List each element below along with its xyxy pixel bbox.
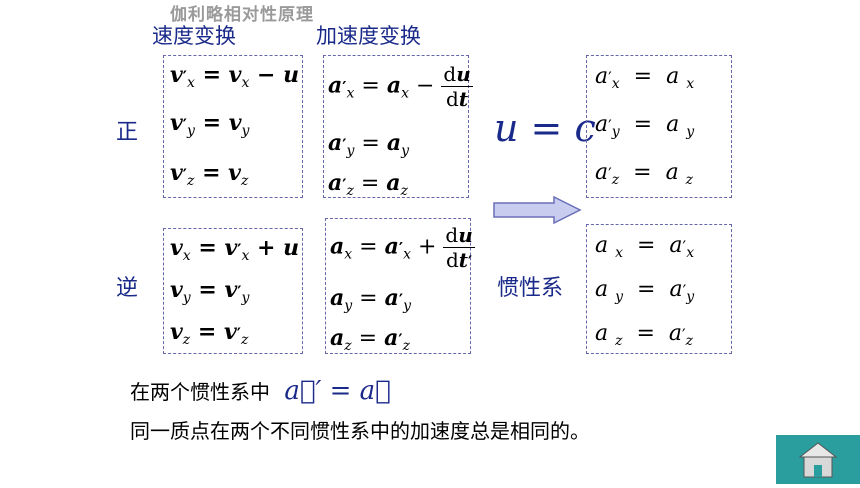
eq-az-result-inverse: a z = a′z	[595, 321, 694, 349]
conclusion-line-2: 同一质点在两个不同惯性系中的加速度总是相同的。	[130, 419, 590, 443]
eq-ay-result-inverse: a y = a′y	[595, 277, 695, 305]
eq-az-result: a′z = a z	[595, 160, 694, 188]
forward-label: 正	[116, 120, 139, 145]
eq-vx-forward: v′x = vx − u	[170, 62, 300, 91]
inverse-label: 逆	[116, 276, 139, 301]
eq-vz-forward: v′z = vz	[170, 160, 249, 189]
eq-vy-inverse: vy = v′y	[170, 277, 250, 306]
slide-title: 伽利略相对性原理	[170, 5, 314, 25]
home-button[interactable]	[776, 435, 860, 484]
right-arrow-icon	[493, 196, 582, 224]
eq-ay-forward: a′y = ay	[328, 130, 410, 159]
conclusion-prefix: 在两个惯性系中	[130, 380, 270, 404]
acceleration-header: 加速度变换	[316, 24, 421, 48]
inertial-frame-label: 惯性系	[497, 276, 564, 301]
conclusion-formula: a⃗′ = a⃗	[284, 376, 391, 406]
velocity-header: 速度变换	[152, 24, 236, 48]
home-icon	[798, 442, 838, 478]
eq-az-inverse: az = a′z	[330, 325, 410, 354]
conclusion-line-1: 在两个惯性系中 a⃗′ = a⃗	[130, 376, 391, 406]
result-primed-box: a′x = a x a′y = a y a′z = a z	[586, 55, 732, 198]
eq-vz-inverse: vz = v′z	[170, 319, 249, 348]
eq-vx-inverse: vx = v′x + u	[170, 235, 300, 264]
result-unprimed-box: a x = a′x a y = a′y a z = a′z	[586, 224, 732, 354]
inverse-velocity-box: vx = v′x + u vy = v′y vz = v′z	[163, 228, 303, 354]
eq-az-forward: a′z = az	[328, 170, 408, 199]
eq-ax-result-inverse: a x = a′x	[595, 233, 695, 261]
eq-ax-result: a′x = a x	[595, 64, 695, 92]
eq-vy-forward: v′y = vy	[170, 110, 250, 139]
eq-ay-inverse: ay = a′y	[330, 285, 412, 314]
condition-formula: u = c	[494, 106, 596, 150]
forward-velocity-box: v′x = vx − u v′y = vy v′z = vz	[163, 55, 303, 198]
eq-ay-result: a′y = a y	[595, 112, 695, 140]
